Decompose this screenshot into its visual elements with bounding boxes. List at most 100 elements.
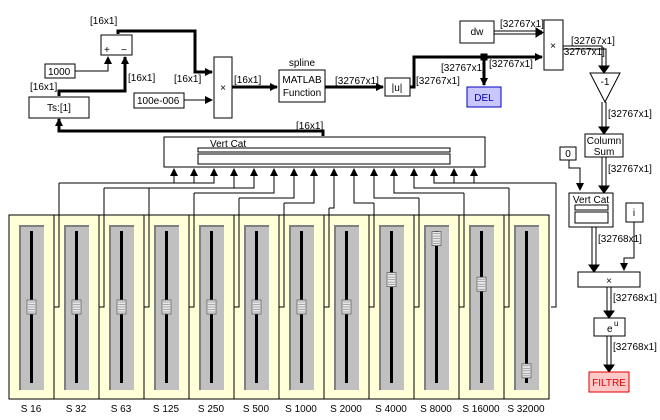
vert-cat-input-port [350,168,358,176]
slider-label: S 1000 [285,404,317,415]
sig-exp-out: [32768x1] [613,342,657,353]
slider-track [435,231,438,383]
product3-block[interactable]: × [577,271,641,288]
sig-prod-out: [16x1] [234,75,261,86]
slider-thumb[interactable] [296,299,307,315]
exp-block[interactable]: e u [593,317,626,337]
signal-labels: [16x1] [16x1] [16x1] [16x1] [16x1] [16x1… [30,16,657,353]
constant-1000-block[interactable]: 1000 [44,63,76,79]
slider-s2000[interactable]: S 2000 [323,214,370,415]
signal-wires [55,27,635,373]
slider-thumb[interactable] [251,299,262,315]
slider-thumb[interactable] [206,299,217,315]
sig-prod2-out-b: [32767x1] [561,47,605,58]
vert-cat-input-port [370,168,378,176]
column-sum-block[interactable]: Column Sum [584,133,624,158]
slider-thumb[interactable] [116,299,127,315]
product2-block[interactable]: × [543,19,564,71]
vert-cat-input-port [190,168,198,176]
sig-vcat-out: [32768x1] [598,234,642,245]
sum-minus: − [121,45,127,56]
sum-plus: + [104,45,110,56]
vert-cat-input-port [410,168,418,176]
slider-s16000[interactable]: S 16000 [458,214,505,415]
product-block[interactable]: × [213,56,233,119]
vert-cat-input-port [250,168,258,176]
exp-label: e [607,324,613,335]
slider-s4000[interactable]: S 4000 [368,214,415,415]
constant-0-label: 0 [565,149,571,160]
ts-label: Ts:[1] [47,103,71,114]
vert-cat-main-block[interactable]: Vert Cat [163,136,486,168]
slider-s63[interactable]: S 63 [98,214,145,415]
del-label: DEL [474,93,494,104]
slider-wires [54,168,557,308]
vert-cat-input-port [210,168,218,176]
slider-thumb[interactable] [386,272,397,288]
vert-cat-input-port [270,168,278,176]
constant-small-block[interactable]: 100e-006 [133,92,185,109]
slider-label: S 16000 [462,404,500,415]
slider-s250[interactable]: S 250 [188,214,235,415]
vert-cat-input-port [430,168,438,176]
constant-i-label: i [633,208,635,219]
column-sum-line1: Column [587,136,621,147]
slider-s32000[interactable]: S 32000 [503,214,550,415]
slider-thumb[interactable] [341,299,352,315]
sum-block[interactable]: + − [100,34,133,56]
vert-cat-input-port [170,168,178,176]
gain-label: -1 [601,77,610,88]
vert-cat-input-port [330,168,338,176]
vert-cat-input-port [470,168,478,176]
slider-thumb[interactable] [71,299,82,315]
slider-label: S 500 [243,404,270,415]
dw-block[interactable]: dw [459,20,495,44]
sig-feedback: [16x1] [296,121,323,132]
slider-track [480,231,483,383]
filtre-block[interactable]: FILTRE [588,371,630,393]
slider-track [390,231,393,383]
slider-label: S 32000 [507,404,545,415]
slider-s8000[interactable]: S 8000 [413,214,460,415]
gain-block[interactable]: -1 [589,72,621,104]
sig-ts-out: [16x1] [30,82,57,93]
vert-cat-input-port [310,168,318,176]
slider-thumb[interactable] [161,299,172,315]
slider-s125[interactable]: S 125 [143,214,190,415]
constant-1000-label: 1000 [48,67,71,78]
matlab-function-block[interactable]: MATLAB Function [278,69,326,103]
slider-thumb[interactable] [521,363,532,379]
vert-cat-input-port [230,168,238,176]
slider-thumb[interactable] [26,299,37,315]
dw-label: dw [471,27,485,38]
vert-cat-main-label: Vert Cat [210,139,246,150]
sig-dw-out: [32767x1] [500,19,544,30]
matlab-fn-line2: Function [283,88,321,99]
multiply-icon: × [606,276,612,287]
slider-label: S 2000 [330,404,362,415]
constant-i-block[interactable]: i [625,202,644,223]
slider-label: S 8000 [420,404,452,415]
ts-block[interactable]: Ts:[1] [28,96,90,119]
filtre-label: FILTRE [592,378,626,389]
del-block[interactable]: DEL [466,86,502,108]
slider-label: S 16 [21,404,42,415]
slider-label: S 63 [111,404,132,415]
exp-superscript: u [614,319,618,328]
slider-s500[interactable]: S 500 [233,214,280,415]
slider-s1000[interactable]: S 1000 [278,214,325,415]
slider-s32[interactable]: S 32 [53,214,100,415]
abs-block[interactable]: |u| [384,77,411,97]
slider-thumb[interactable] [431,231,442,247]
slider-thumb[interactable] [476,276,487,292]
slider-track [525,231,528,383]
constant-0-block[interactable]: 0 [559,146,577,161]
slider-label: S 250 [198,404,225,415]
sig-prod2-in: [32767x1] [489,59,533,70]
slider-label: S 4000 [375,404,407,415]
vert-cat-small-label: Vert Cat [573,195,609,206]
slider-label: S 32 [66,404,87,415]
slider-s16[interactable]: S 16 [8,214,55,415]
matlab-fn-line1: MATLAB [282,75,322,86]
vert-cat-small-block[interactable]: Vert Cat [568,192,614,228]
